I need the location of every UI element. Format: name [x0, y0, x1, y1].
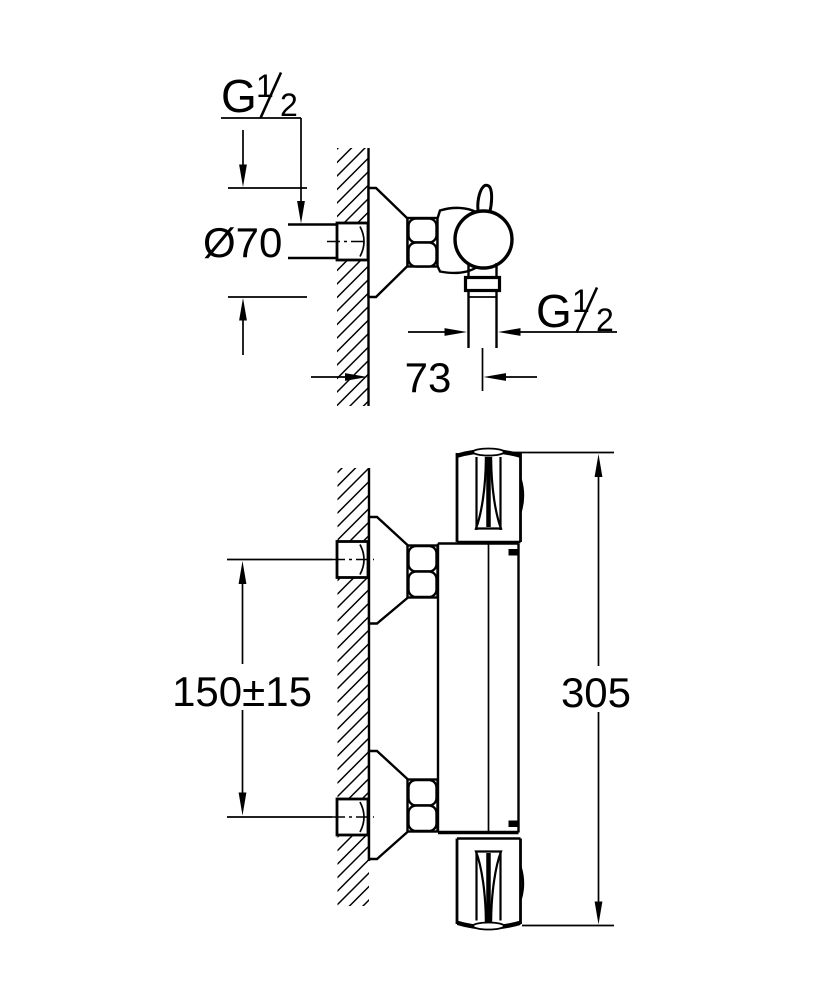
safety-stop-mark-bottom [508, 820, 518, 827]
lower-connection [332, 749, 439, 861]
safety-stop-mark-top [508, 549, 518, 556]
escutcheon [367, 186, 409, 299]
wall-to-outlet-arrowhead-left [345, 373, 368, 381]
wall-section [337, 148, 370, 406]
escutcheon-diameter-label: Ø70 [203, 219, 282, 266]
height-arrowhead-down [594, 901, 603, 925]
wall-to-outlet-dimension-label: 73 [405, 354, 452, 401]
nut-facet-bottom [407, 241, 438, 268]
volume-knob [455, 837, 525, 931]
outlet-thread-label-g: G [536, 285, 572, 337]
dim-wall-to-outlet: 73 [311, 354, 537, 401]
outlet-collar [463, 275, 502, 293]
temperature-knob [455, 447, 525, 544]
lower-nut-facet-top [407, 778, 438, 807]
outlet-thread-label-numerator: 1 [572, 283, 590, 319]
bar-face [438, 543, 519, 833]
height-arrowhead-up [594, 454, 603, 477]
diameter-arrowhead-top [239, 164, 247, 187]
inlet-thread-label-numerator: 1 [256, 68, 274, 104]
union-nut [406, 216, 439, 268]
nut-facet-top [407, 217, 438, 244]
wall-section-lower [337, 468, 371, 906]
upper-nut-facet-top [407, 544, 438, 573]
volume-knob-bottom-lens [472, 921, 505, 931]
side-view: G 1 2 Ø70 G 1 2 [203, 68, 617, 406]
outlet-thread-label-denominator: 2 [596, 302, 614, 338]
mixer-bar [436, 542, 520, 835]
inlet-fitting [288, 221, 374, 262]
inlet-thread-fraction-slash [259, 71, 283, 119]
dim-outlet-thread: G 1 2 [408, 283, 617, 338]
temperature-knob-top-lens [472, 447, 505, 457]
inlet-thread-arrowhead [297, 201, 305, 224]
temperature-knob-side-arc [519, 478, 525, 513]
dim-connection-spacing: 150±15 [172, 558, 332, 818]
wall-to-outlet-arrowhead-right [483, 373, 506, 381]
wall-hatching-lower [337, 468, 369, 906]
dim-inlet-thread: G 1 2 [221, 68, 305, 224]
lower-escutcheon [367, 749, 410, 861]
upper-nut-facet-bottom [407, 570, 438, 599]
spacing-arrowhead-up [238, 561, 247, 584]
connection-spacing-label: 150±15 [172, 668, 312, 715]
outlet-thread-arrowhead-right [498, 328, 521, 336]
lower-nut-facet-bottom [407, 804, 438, 833]
overall-height-label: 305 [561, 669, 631, 716]
inlet-thread-label-g: G [221, 70, 257, 122]
shower-outlet [463, 263, 502, 391]
inlet-thread-label-denominator: 2 [280, 87, 298, 123]
upper-connection [332, 515, 439, 625]
wall-hatching [337, 148, 369, 406]
dim-overall-height: 305 [505, 451, 631, 927]
volume-knob-side-arc [519, 866, 525, 901]
dim-escutcheon-diameter: Ø70 [203, 130, 307, 355]
upper-escutcheon [367, 515, 410, 625]
diameter-arrowhead-bottom [239, 298, 247, 321]
outlet-thread-fraction-slash [575, 286, 599, 334]
outlet-thread-arrowhead-left [444, 328, 467, 336]
spacing-arrowhead-down [238, 792, 247, 816]
temperature-lever [476, 183, 494, 214]
front-installation-view: 150±15 305 [172, 447, 631, 931]
control-knob-circle [453, 209, 514, 270]
